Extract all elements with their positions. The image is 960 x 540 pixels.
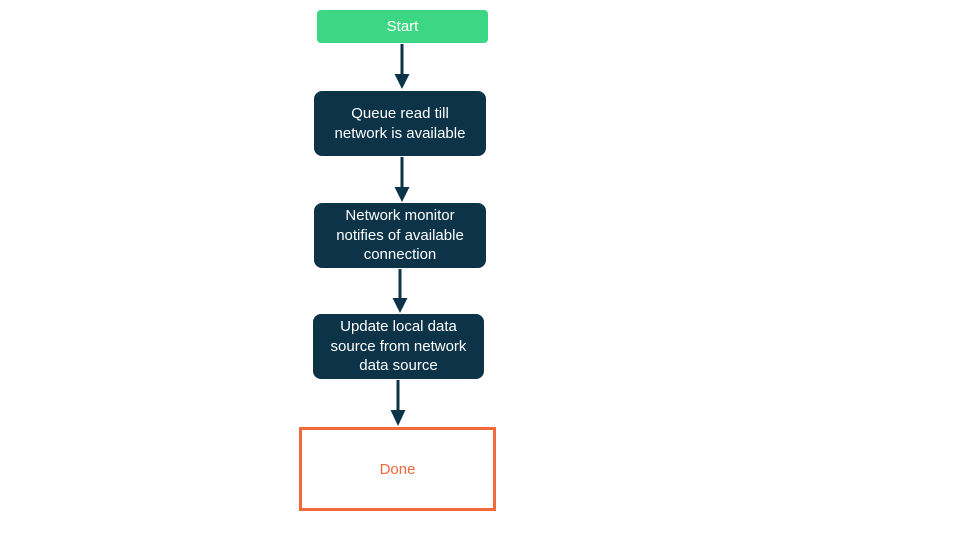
edge-start-to-queue-read <box>390 44 414 90</box>
node-start-label: Start <box>386 18 419 35</box>
edge-queue-read-to-network-monitor <box>390 157 414 203</box>
node-update-local-data-source-label: Update local data source from network da… <box>330 318 467 375</box>
arrow-down-icon <box>390 380 406 426</box>
node-start[interactable]: Start <box>317 10 488 43</box>
node-network-monitor[interactable]: Network monitor notifies of available co… <box>314 203 486 268</box>
node-done[interactable]: Done <box>299 427 496 511</box>
node-network-monitor-label: Network monitor notifies of available co… <box>336 207 464 264</box>
arrow-down-icon <box>394 44 410 89</box>
node-queue-read-label: Queue read till network is available <box>334 105 466 142</box>
node-queue-read[interactable]: Queue read till network is available <box>314 91 486 156</box>
node-done-label: Done <box>379 460 416 478</box>
edge-update-local-to-done <box>386 380 410 427</box>
node-update-local-data-source[interactable]: Update local data source from network da… <box>313 314 484 379</box>
arrow-down-icon <box>394 157 410 202</box>
arrow-down-icon <box>392 269 408 313</box>
edge-network-monitor-to-update-local <box>388 269 412 314</box>
